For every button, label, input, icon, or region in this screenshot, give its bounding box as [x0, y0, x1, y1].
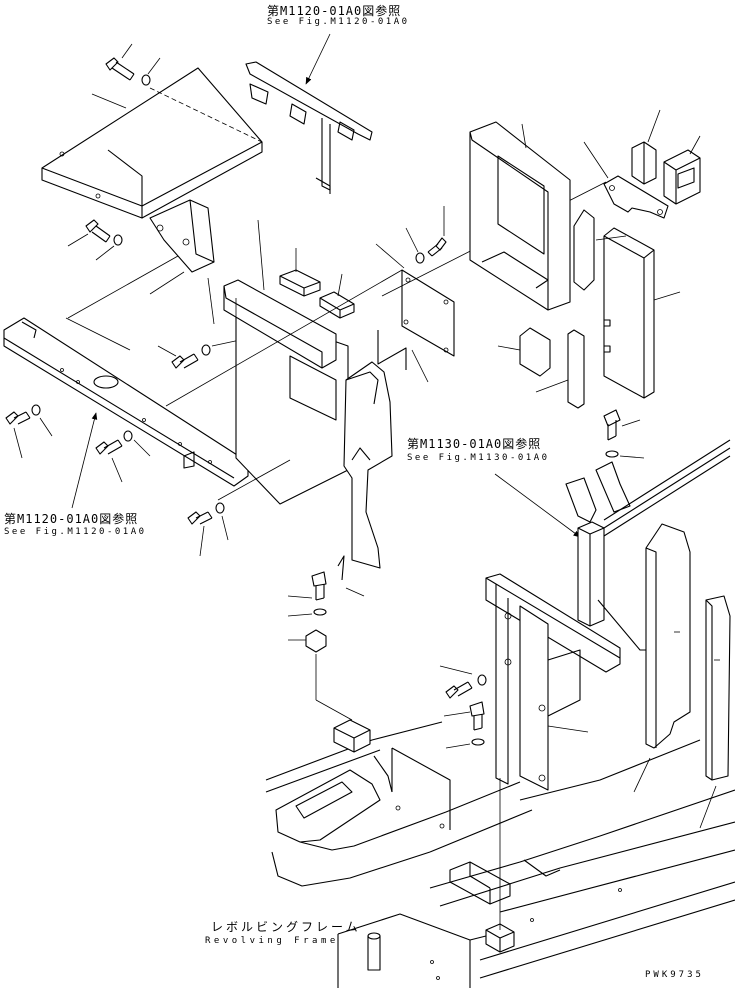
cover-bracket: [583, 141, 669, 219]
seal-strips: [497, 209, 681, 409]
ref-top-arrow: [305, 33, 331, 85]
ref-left-arrow: [71, 412, 98, 509]
duct-side-panel: [337, 361, 393, 597]
radiator-frame: [469, 121, 571, 311]
bolt-lower-center: [439, 665, 487, 749]
bolt-mid-left: [67, 219, 123, 261]
tall-side-panels: [633, 523, 731, 829]
foam-pads-right: [631, 109, 701, 205]
bolt-rail-mid: [95, 430, 151, 483]
bolt-rail-left: [5, 404, 53, 459]
top-cover-plate: [41, 67, 263, 219]
ref-left-jp: 第M1120-01A0図参照: [4, 512, 139, 526]
pad-pair: [257, 219, 355, 319]
ref-right-en: See Fig.M1130-01A0: [407, 453, 550, 463]
bolt-right-vertical: [603, 409, 645, 459]
bolt-center-stack: [287, 571, 327, 700]
ref-right-jp: 第M1130-01A0図参照: [407, 437, 542, 451]
revolving-frame: [265, 699, 735, 988]
bolt-center-left: [157, 339, 241, 369]
top-bracket: [245, 61, 373, 194]
bolt-upper-center: [405, 206, 447, 264]
frame-label-jp: レボルビングフレーム: [211, 920, 361, 934]
right-frame: [565, 439, 731, 651]
drawing-code: PWK9735: [645, 970, 704, 980]
lower-support-frame: [485, 573, 621, 791]
ref-left-en: See Fig.M1120-01A0: [4, 527, 147, 537]
hinge-bracket-left: [149, 199, 215, 325]
bolt-upper-left: [105, 43, 161, 86]
access-plate: [375, 243, 455, 383]
frame-label-en: Revolving Frame: [205, 936, 339, 946]
ref-top-jp: 第M1120-01A0図参照: [267, 4, 402, 18]
bolt-lower-left: [187, 502, 229, 557]
ref-top-en: See Fig.M1120-01A0: [267, 17, 410, 27]
side-rail: [3, 317, 249, 487]
ref-right-arrow: [494, 473, 581, 538]
